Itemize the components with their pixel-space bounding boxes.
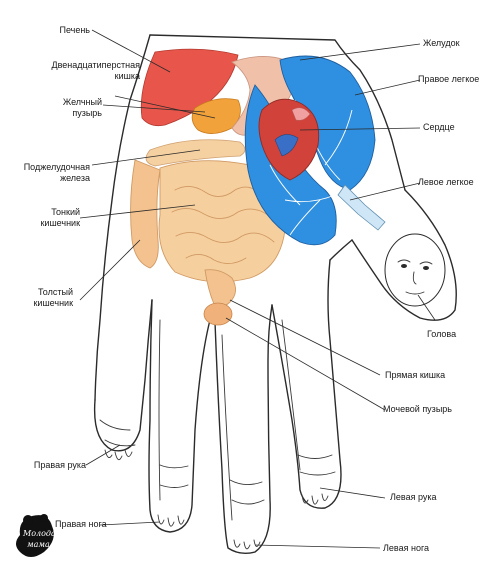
label-gallbladder-line2: пузырь <box>72 108 102 118</box>
label-colon-line2: кишечник <box>33 298 73 308</box>
label-colon-line1: Толстый <box>38 287 73 297</box>
trachea <box>337 184 386 231</box>
label-right-leg: Правая нога <box>55 519 107 529</box>
label-left-leg: Левая нога <box>383 543 430 553</box>
label-rectum: Прямая кишка <box>385 370 446 380</box>
label-left-arm: Левая рука <box>390 492 437 502</box>
label-left-lung: Левое легкое <box>418 177 474 187</box>
label-duodenum-line2: кишка <box>114 71 140 81</box>
label-stomach: Желудок <box>423 38 460 48</box>
organs <box>130 48 386 326</box>
label-small-intestine-line1: Тонкий <box>51 207 80 217</box>
colon-organ <box>130 159 161 269</box>
label-pancreas-line1: Поджелудочная <box>23 162 90 172</box>
brand-logo: Молодая мама <box>16 514 61 557</box>
bladder-organ <box>203 302 233 326</box>
label-bladder: Мочевой пузырь <box>383 404 452 414</box>
label-head: Голова <box>427 329 457 339</box>
label-liver: Печень <box>59 25 90 35</box>
liver-organ <box>140 48 239 127</box>
logo-text-2: мама <box>27 540 50 549</box>
label-heart: Сердце <box>423 122 455 132</box>
label-gallbladder-line1: Желчный <box>62 97 102 107</box>
label-small-intestine-line2: кишечник <box>40 218 80 228</box>
logo-text-1: Молодая <box>22 529 61 538</box>
label-pancreas-line2: железа <box>60 173 90 183</box>
leader-lines <box>79 29 436 549</box>
pancreas-organ <box>145 139 246 167</box>
rectum-organ <box>204 269 236 307</box>
head-face <box>384 233 446 307</box>
label-duodenum-line1: Двенадцатиперстная <box>51 60 140 70</box>
label-right-arm: Правая рука <box>33 460 86 470</box>
label-right-lung: Правое легкое <box>418 74 480 84</box>
